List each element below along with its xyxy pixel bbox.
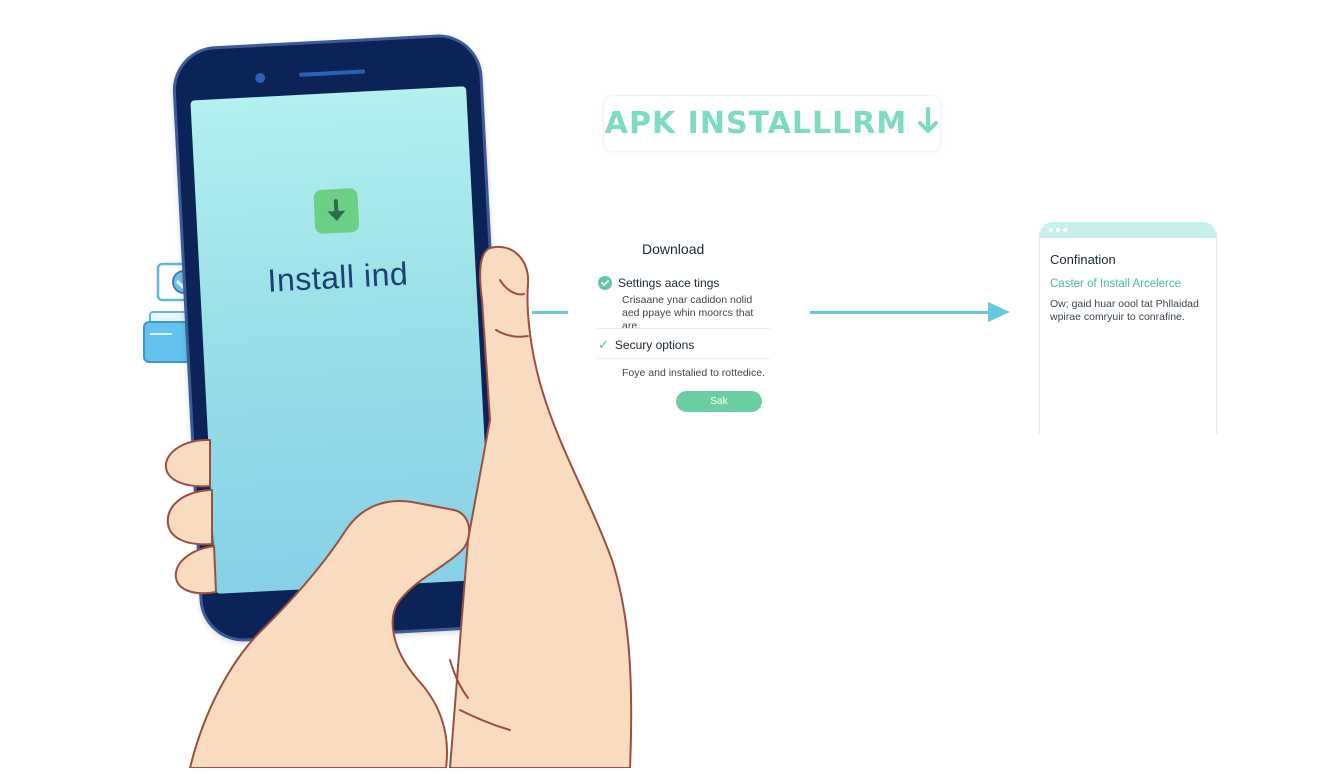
- check-icon: ✓: [598, 336, 609, 352]
- connector-line-left: [532, 311, 568, 314]
- arrow-right-icon: [988, 302, 1010, 322]
- confirmation-description: Ow; gaid huar oool tat Phllaidad wpirae …: [1050, 298, 1199, 323]
- phone: Install ind: [170, 32, 512, 644]
- window-dot-icon: [1049, 228, 1053, 232]
- confirmation-title: Confination: [1050, 252, 1116, 267]
- app-title: APK INSTALLLRM: [604, 106, 908, 141]
- save-button[interactable]: Sak: [676, 391, 762, 412]
- step-heading: Settings aace tings: [618, 275, 720, 290]
- download-arrow-icon: [917, 107, 939, 140]
- check-circle-icon: [598, 275, 612, 290]
- phone-screen[interactable]: Install ind: [190, 86, 492, 594]
- title-badge: APK INSTALLLRM: [603, 95, 941, 152]
- connector-line-right: [810, 311, 992, 314]
- camera-icon: [255, 72, 266, 84]
- speaker-grille: [299, 69, 366, 77]
- confirmation-subtitle[interactable]: Caster of Install Arcelerce: [1050, 278, 1182, 290]
- download-icon[interactable]: [313, 187, 360, 235]
- step-title: Download: [642, 241, 705, 257]
- divider: [594, 328, 770, 329]
- hand-illustration: [150, 240, 670, 769]
- confirmation-card: Confination Caster of Install Arcelerce …: [1039, 222, 1217, 434]
- window-titlebar: [1040, 222, 1216, 238]
- window-dot-icon: [1063, 228, 1067, 232]
- step-item[interactable]: Settings aace tings: [598, 274, 768, 292]
- divider: [594, 358, 770, 359]
- step-heading: Secury options: [614, 337, 695, 352]
- step-description: Foye and instalied to rottedice.: [622, 367, 766, 379]
- window-dot-icon: [1056, 228, 1060, 232]
- step-description: Crisaane ynar cadidon nolid aed ppaye wh…: [622, 294, 754, 332]
- step-item[interactable]: ✓ Secury options: [598, 336, 768, 354]
